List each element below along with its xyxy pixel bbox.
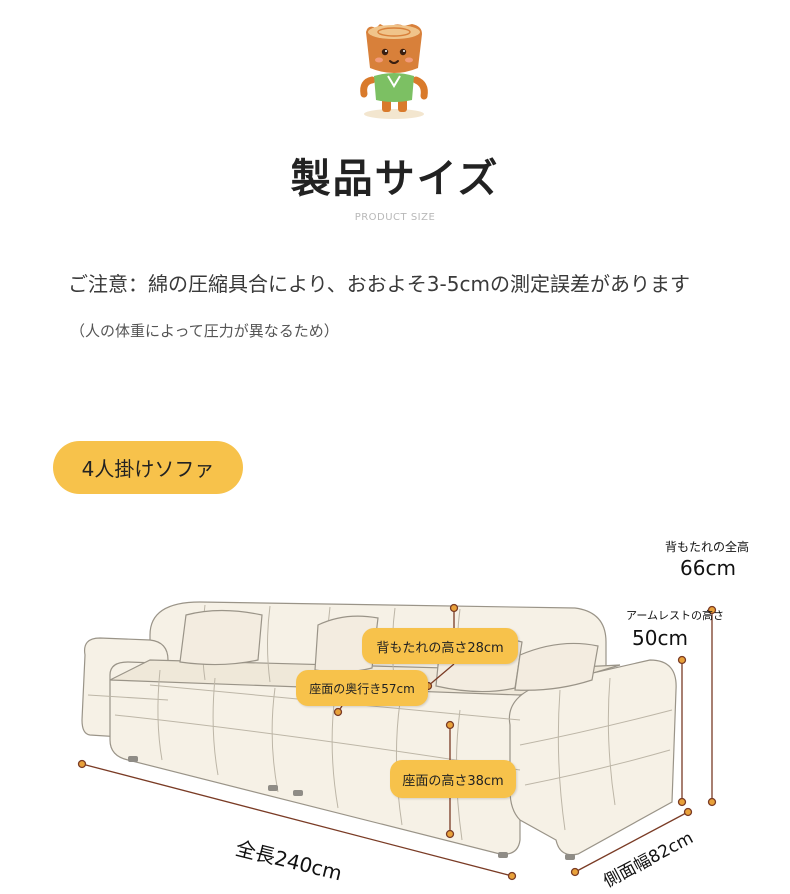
measurement-notice: ご注意：綿の圧縮具合により、おおよそ3-5cmの測定誤差があります bbox=[68, 272, 690, 296]
sofa-dimension-diagram: 背もたれの高さ28cm 座面の奥行き57cm 座面の高さ38cm 背もたれの全高… bbox=[0, 520, 790, 894]
page-title: 製品サイズ bbox=[290, 156, 500, 202]
product-name-badge: 4人掛けソファ bbox=[53, 441, 243, 494]
measurement-notice-detail: （人の体重によって圧力が異なるため） bbox=[70, 322, 339, 340]
seat-depth-tag: 座面の奥行き57cm bbox=[296, 670, 428, 706]
armrest-height-label: アームレストの高さ bbox=[626, 609, 725, 622]
back-total-height-label: 背もたれの全高 bbox=[665, 540, 750, 554]
tree-stump-mascot-icon bbox=[360, 24, 428, 119]
armrest-height-value: 50cm bbox=[632, 626, 688, 650]
back-total-height-value: 66cm bbox=[680, 556, 736, 580]
side-width-line bbox=[574, 811, 689, 873]
page-subtitle: PRODUCT SIZE bbox=[354, 212, 436, 223]
total-length-line bbox=[81, 763, 513, 877]
seat-height-tag: 座面の高さ38cm bbox=[390, 760, 516, 798]
back-height-tag: 背もたれの高さ28cm bbox=[362, 628, 518, 664]
